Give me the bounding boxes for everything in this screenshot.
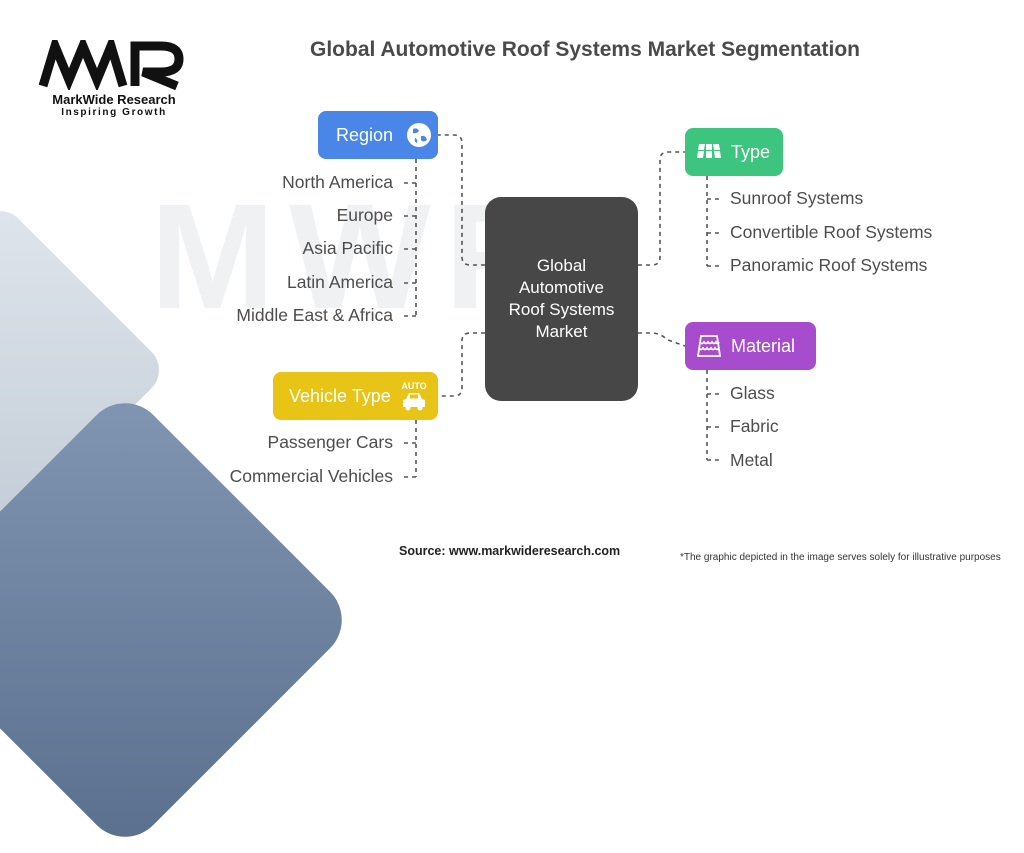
logo-tagline: Inspiring Growth [61,107,167,118]
center-label: Global Automotive Roof Systems Market [508,256,615,341]
connector-lines [400,134,722,478]
segment-type-label: Type [731,141,771,162]
source-credit: Source: www.markwideresearch.com [399,544,621,558]
svg-text:AUTO: AUTO [401,381,426,391]
type-item-3: Panoramic Roof Systems [730,255,928,275]
segment-material-pill: Material [685,322,816,370]
region-item-4: Latin America [286,272,393,292]
center-node: Global Automotive Roof Systems Market [485,197,638,401]
region-item-1: North America [282,172,393,192]
vehicle-type-item-1: Passenger Cars [267,432,393,452]
segment-vehicle-type-pill: Vehicle Type AUTO [273,372,438,420]
type-item-2: Convertible Roof Systems [730,222,933,242]
vehicle-type-item-2: Commercial Vehicles [229,466,393,486]
roof-tiles-icon [695,332,723,360]
page-title: Global Automotive Roof Systems Market Se… [310,38,860,61]
region-item-5: Middle East & Africa [236,305,393,325]
type-item-1: Sunroof Systems [730,188,864,208]
mwr-logo-mark-icon [39,40,184,90]
segment-region-label: Region [336,124,394,145]
globe-icon [405,121,433,149]
segment-vehicle-type-label: Vehicle Type [289,385,391,406]
material-item-3: Metal [730,450,773,470]
disclaimer-note: *The graphic depicted in the image serve… [680,552,1001,563]
roof-panels-icon [695,138,723,166]
segment-region-pill: Region [318,111,438,159]
segment-material-label: Material [731,335,796,356]
segment-type-pill: Type [685,128,783,176]
logo-name: MarkWide Research [52,92,176,107]
auto-car-icon: AUTO [399,379,429,413]
region-item-2: Europe [336,205,393,225]
material-item-2: Fabric [730,416,779,436]
logo: MarkWide Research Inspiring Growth [34,40,194,118]
material-item-1: Glass [730,383,775,403]
region-item-3: Asia Pacific [302,238,393,258]
